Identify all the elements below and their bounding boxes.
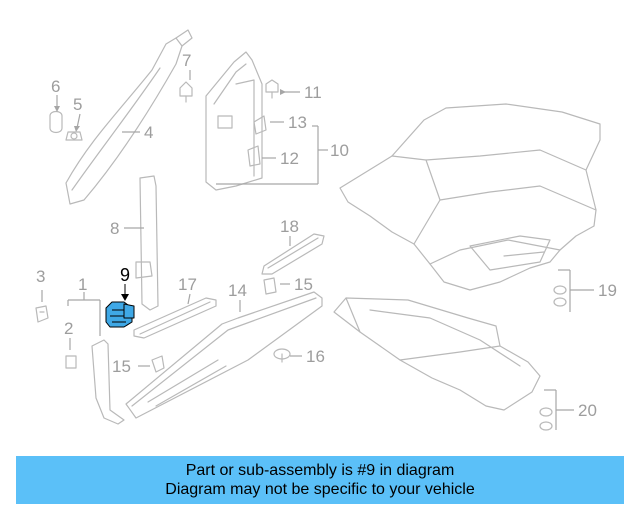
callout-9: 9 (120, 265, 130, 285)
callout-18: 18 (280, 217, 299, 236)
callout-17: 17 (178, 275, 197, 294)
part-7-bolt (179, 81, 193, 103)
part-3-clip (35, 305, 49, 323)
part-17-scuff-plate (133, 297, 217, 339)
part-4-a-pillar-trim (65, 29, 193, 205)
part-11-bolt (265, 79, 279, 99)
callout-19: 19 (598, 281, 617, 300)
part-2-clip (65, 355, 77, 369)
parts-diagram: 4 6 5 7 10 11 13 (35, 29, 617, 431)
part-12-clip (247, 145, 261, 167)
part-14-sill-trim (125, 291, 323, 419)
callout-15a: 15 (112, 357, 131, 376)
callout-20: 20 (578, 401, 597, 420)
part-16-clip (273, 348, 291, 363)
callout-13: 13 (288, 113, 307, 132)
callout-12: 12 (280, 149, 299, 168)
part-18-scuff-plate (261, 233, 325, 275)
callout-6: 6 (51, 77, 60, 96)
callout-3: 3 (36, 267, 45, 286)
part-5-clip (65, 131, 83, 141)
floor-tray (333, 297, 541, 411)
part-20-clips (539, 407, 553, 431)
callout-2: 2 (64, 319, 73, 338)
part-19-clips (553, 285, 567, 307)
callout-5: 5 (73, 95, 82, 114)
part-8-b-pillar-lower-trim (135, 175, 159, 311)
banner-line-2: Diagram may not be specific to your vehi… (165, 481, 475, 498)
callout-11: 11 (304, 83, 322, 102)
part-10-b-pillar-trim (205, 51, 263, 191)
floor-carpet (339, 103, 601, 291)
callout-1: 1 (78, 275, 87, 294)
callout-16: 16 (306, 347, 325, 366)
callout-4: 4 (144, 123, 153, 142)
callout-7: 7 (182, 51, 191, 70)
banner-line-1: Part or sub-assembly is #9 in diagram (185, 462, 455, 479)
part-6-clip (49, 110, 63, 134)
callout-8: 8 (110, 219, 119, 238)
kick-panel (91, 339, 125, 425)
callout-10: 10 (330, 141, 349, 160)
part-13-clip (253, 115, 267, 135)
part-9-clip-highlighted (105, 301, 135, 328)
callout-15b: 15 (294, 275, 313, 294)
info-banner: Part or sub-assembly is #9 in diagram Di… (16, 456, 624, 504)
part-15-clip-right (263, 277, 277, 295)
callout-14: 14 (228, 281, 247, 300)
part-15-clip-left (151, 355, 165, 373)
